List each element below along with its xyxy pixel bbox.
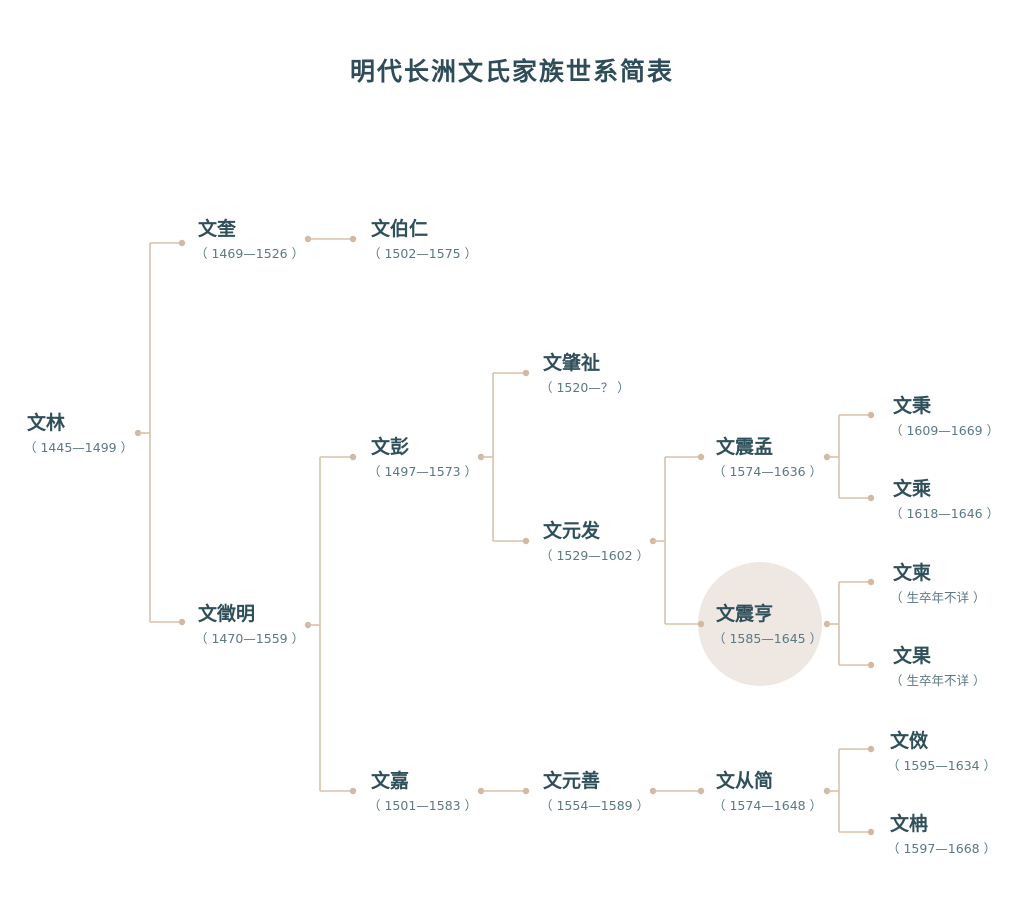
person-name: 文秉: [893, 395, 932, 417]
person-name: 文震孟: [716, 436, 774, 458]
person-node-wenkui: 文奎 （ 1469—1526 ）: [195, 218, 305, 262]
connector-dot: [349, 787, 357, 795]
connector-dot: [697, 620, 705, 628]
person-node-wenguo: 文果 （ 生卒年不详 ）: [890, 645, 986, 689]
person-dates: （ 1445—1499 ）: [24, 440, 134, 455]
person-name: 文嘉: [371, 770, 410, 792]
person-node-wenxiao: 文傚 （ 1595—1634 ）: [887, 730, 997, 774]
connector-dot: [522, 787, 530, 795]
person-dates: （ 1520—？ ）: [540, 380, 630, 395]
connector-dot: [178, 239, 186, 247]
person-dates: （ 1574—1636 ）: [713, 464, 823, 479]
person-dates: （ 1597—1668 ）: [887, 841, 997, 856]
connector-dot: [867, 661, 875, 669]
person-dates: （ 生卒年不详 ）: [890, 590, 986, 605]
connector-dot: [697, 453, 705, 461]
person-dates: （ 1529—1602 ）: [540, 548, 650, 563]
connector-dot: [867, 494, 875, 502]
connector-dot: [867, 745, 875, 753]
person-name: 文奎: [198, 218, 237, 240]
person-node-wenyuanfa: 文元发 （ 1529—1602 ）: [540, 520, 650, 564]
person-node-wenboren: 文伯仁 （ 1502—1575 ）: [368, 218, 478, 262]
person-name: 文元发: [543, 520, 601, 542]
person-name: 文伯仁: [371, 218, 429, 240]
person-dates: （ 1618—1646 ）: [890, 506, 1000, 521]
person-dates: （ 1585—1645 ）: [713, 631, 823, 646]
diagram-title: 明代长洲文氏家族世系简表: [349, 57, 674, 86]
person-dates: （ 1595—1634 ）: [887, 758, 997, 773]
connector-dot: [697, 787, 705, 795]
person-name: 文元善: [543, 770, 601, 792]
person-name: 文乘: [893, 478, 932, 500]
highlight-circle: [698, 562, 822, 686]
person-dates: （ 1469—1526 ）: [195, 246, 305, 261]
person-name: 文从简: [716, 770, 774, 792]
person-node-wenyuanshan: 文元善 （ 1554—1589 ）: [540, 770, 650, 814]
person-dates: （ 1574—1648 ）: [713, 798, 823, 813]
person-node-wenzhenmeng: 文震孟 （ 1574—1636 ）: [713, 436, 823, 480]
connector-dot: [867, 828, 875, 836]
person-node-wenlin: 文林 （ 1445—1499 ）: [24, 412, 134, 456]
person-dates: （ 生卒年不详 ）: [890, 673, 986, 688]
person-name: 文震亨: [716, 603, 774, 625]
connector-dot: [178, 618, 186, 626]
person-node-wenzhaozhi: 文肇祉 （ 1520—？ ）: [540, 352, 630, 396]
person-dates: （ 1470—1559 ）: [195, 631, 305, 646]
person-node-wenpeng: 文彭 （ 1497—1573 ）: [368, 436, 478, 480]
person-name: 文林: [27, 412, 66, 434]
connector-dot: [349, 453, 357, 461]
person-name: 文傚: [890, 730, 929, 752]
connector-dot: [349, 235, 357, 243]
person-node-wenjian: 文柬 （ 生卒年不详 ）: [890, 562, 986, 606]
person-name: 文果: [893, 645, 932, 667]
connector-dot: [867, 411, 875, 419]
connector-dot: [522, 369, 530, 377]
person-node-wennan: 文柟 （ 1597—1668 ）: [887, 813, 997, 857]
person-name: 文柬: [893, 562, 932, 584]
person-dates: （ 1497—1573 ）: [368, 464, 478, 479]
person-dates: （ 1554—1589 ）: [540, 798, 650, 813]
person-node-wenzhengming: 文徵明 （ 1470—1559 ）: [195, 603, 305, 647]
connector-dot: [522, 537, 530, 545]
person-node-wenbing: 文秉 （ 1609—1669 ）: [890, 395, 1000, 439]
person-node-wenjia: 文嘉 （ 1501—1583 ）: [368, 770, 478, 814]
person-node-wenzhenheng: 文震亨 （ 1585—1645 ）: [713, 603, 823, 647]
connector-dot: [867, 578, 875, 586]
person-dates: （ 1609—1669 ）: [890, 423, 1000, 438]
person-name: 文肇祉: [543, 352, 601, 374]
person-name: 文彭: [371, 436, 410, 458]
person-name: 文柟: [890, 813, 929, 835]
person-node-wencongjian: 文从简 （ 1574—1648 ）: [713, 770, 823, 814]
person-dates: （ 1501—1583 ）: [368, 798, 478, 813]
person-dates: （ 1502—1575 ）: [368, 246, 478, 261]
person-node-wencheng: 文乘 （ 1618—1646 ）: [890, 478, 1000, 522]
person-name: 文徵明: [198, 603, 256, 625]
